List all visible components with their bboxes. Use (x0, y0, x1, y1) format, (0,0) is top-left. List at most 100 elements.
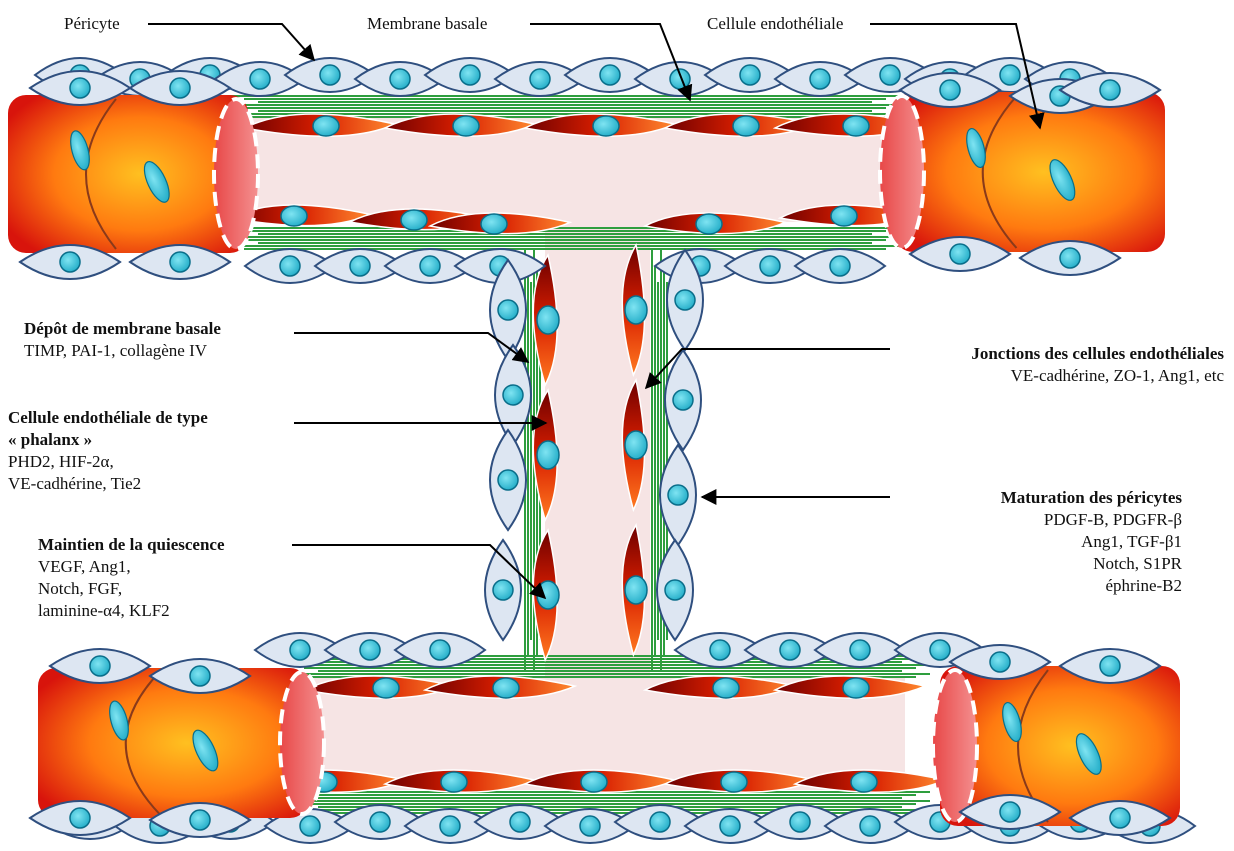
pericyte-cell (657, 540, 693, 640)
nucleus (453, 116, 479, 136)
nucleus (790, 812, 810, 832)
nucleus (760, 256, 780, 276)
nucleus (190, 810, 210, 830)
phalanx-annotation: Cellule endothéliale de type « phalanx »… (8, 407, 208, 495)
nucleus (537, 441, 559, 469)
nucleus (830, 256, 850, 276)
nucleus (503, 385, 523, 405)
nucleus (810, 69, 830, 89)
nucleus (481, 214, 507, 234)
nucleus (290, 640, 310, 660)
nucleus (401, 210, 427, 230)
junctions-annotation: Jonctions des cellules endothéliales VE-… (971, 343, 1224, 387)
pericyte-cell (795, 249, 885, 283)
nucleus (498, 470, 518, 490)
pericyte-maturation-annotation: Maturation des péricytes PDGF-B, PDGFR-β… (1001, 487, 1182, 597)
nucleus (843, 116, 869, 136)
nucleus (721, 772, 747, 792)
nucleus (650, 812, 670, 832)
nucleus (720, 816, 740, 836)
nucleus (625, 296, 647, 324)
nucleus (1100, 80, 1120, 100)
junctions-title: Jonctions des cellules endothéliales (971, 343, 1224, 365)
basement-deposit-arrow (294, 333, 528, 362)
nucleus (860, 816, 880, 836)
nucleus (350, 256, 370, 276)
quiescence-line: VEGF, Ang1, (38, 556, 225, 578)
nucleus (360, 640, 380, 660)
nucleus (1000, 802, 1020, 822)
nucleus (843, 678, 869, 698)
nucleus (673, 390, 693, 410)
nucleus (313, 116, 339, 136)
phalanx-title-1: Cellule endothéliale de type (8, 407, 208, 429)
pericyte-maturation-title: Maturation des péricytes (1001, 487, 1182, 509)
nucleus (710, 640, 730, 660)
nucleus (537, 306, 559, 334)
nucleus (190, 666, 210, 686)
nucleus (733, 116, 759, 136)
nucleus (390, 69, 410, 89)
nucleus (493, 580, 513, 600)
quiescence-annotation: Maintien de la quiescence VEGF, Ang1, No… (38, 534, 225, 622)
junctions-line: VE-cadhérine, ZO-1, Ang1, etc (971, 365, 1224, 387)
basement-deposit-annotation: Dépôt de membrane basale TIMP, PAI-1, co… (24, 318, 221, 362)
nucleus (250, 69, 270, 89)
nucleus (990, 652, 1010, 672)
quiescence-title: Maintien de la quiescence (38, 534, 225, 556)
nucleus (430, 640, 450, 660)
nucleus (498, 300, 518, 320)
pericyte-cell (485, 540, 521, 640)
nucleus (1100, 656, 1120, 676)
nucleus (60, 252, 80, 272)
nucleus (713, 678, 739, 698)
nucleus (1060, 248, 1080, 268)
nucleus (170, 78, 190, 98)
nucleus (280, 256, 300, 276)
nucleus (537, 581, 559, 609)
nucleus (510, 812, 530, 832)
vessel-end-bottom-right (933, 666, 1180, 826)
nucleus (580, 816, 600, 836)
nucleus (530, 69, 550, 89)
nucleus (880, 65, 900, 85)
nucleus (1110, 808, 1130, 828)
nucleus (696, 214, 722, 234)
nucleus (460, 65, 480, 85)
pericyte-maturation-line: éphrine-B2 (1001, 575, 1182, 597)
nucleus (668, 485, 688, 505)
nucleus (625, 576, 647, 604)
pericyte-cell (665, 350, 701, 450)
nucleus (440, 816, 460, 836)
nucleus (70, 78, 90, 98)
nucleus (675, 290, 695, 310)
nucleus (1000, 65, 1020, 85)
nucleus (851, 772, 877, 792)
nucleus (170, 252, 190, 272)
nucleus (370, 812, 390, 832)
basement-membrane-label: Membrane basale (367, 13, 487, 35)
nucleus (740, 65, 760, 85)
nucleus (300, 816, 320, 836)
nucleus (373, 678, 399, 698)
nucleus (593, 116, 619, 136)
phalanx-title-2: « phalanx » (8, 429, 208, 451)
pericyte-cell (490, 430, 526, 530)
nucleus (281, 206, 307, 226)
pericyte-cell (660, 445, 696, 545)
pericyte-maturation-line: Ang1, TGF-β1 (1001, 531, 1182, 553)
nucleus (625, 431, 647, 459)
phalanx-line: VE-cadhérine, Tie2 (8, 473, 208, 495)
nucleus (581, 772, 607, 792)
pericyte-maturation-line: Notch, S1PR (1001, 553, 1182, 575)
vessel-end-top-left (8, 95, 258, 253)
nucleus (780, 640, 800, 660)
nucleus (930, 640, 950, 660)
endothelial-cell-label: Cellule endothéliale (707, 13, 843, 35)
nucleus (940, 80, 960, 100)
pericyte-maturation-line: PDGF-B, PDGFR-β (1001, 509, 1182, 531)
nucleus (665, 580, 685, 600)
nucleus (950, 244, 970, 264)
quiescence-line: laminine-α4, KLF2 (38, 600, 225, 622)
vessel-end-top-right (880, 92, 1165, 252)
